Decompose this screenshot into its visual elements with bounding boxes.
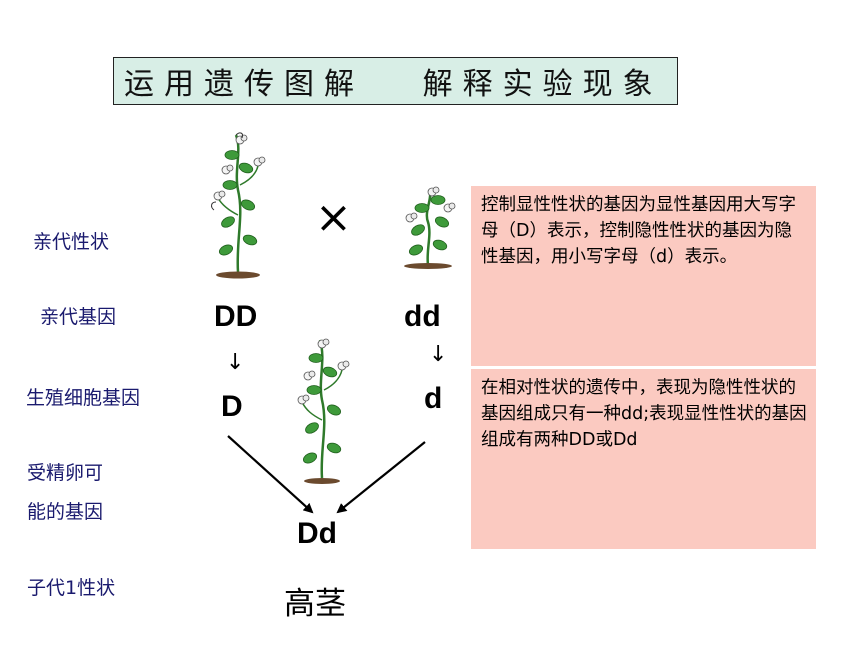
label-parent-gene: 亲代基因	[40, 306, 117, 328]
title-box: 运用遗传图解 解释实验现象	[113, 57, 678, 105]
label-zygote-line1: 受精卵可	[27, 462, 104, 484]
genotype-gamete-left: D	[221, 390, 243, 423]
arrow-left-to-offspring	[227, 435, 314, 514]
arrow-down-left-icon: ↓	[226, 350, 245, 375]
genotype-gamete-right: d	[424, 382, 443, 415]
arrow-down-right-icon: ↓	[429, 342, 448, 367]
label-zygote-line2: 能的基因	[27, 501, 104, 523]
short-pea-plant-icon	[404, 186, 456, 269]
cross-symbol: ×	[315, 192, 352, 243]
label-gamete-gene: 生殖细胞基因	[26, 387, 141, 409]
label-parent-trait: 亲代性状	[33, 231, 110, 253]
arrow-right-to-offspring	[336, 441, 426, 514]
note-genotype-composition: 在相对性状的遗传中，表现为隐性性状的基因组成只有一种dd;表现显性性状的基因组成…	[471, 369, 816, 549]
tall-pea-plant-icon	[297, 338, 350, 484]
page-title: 运用遗传图解 解释实验现象	[124, 67, 663, 102]
offspring-trait: 高茎	[284, 586, 346, 622]
note-dominant-recessive: 控制显性性状的基因为显性基因用大写字母（D）表示，控制隐性性状的基因为隐性基因，…	[471, 186, 816, 366]
genotype-offspring: Dd	[297, 517, 337, 550]
genotype-parent-left: DD	[214, 300, 258, 333]
label-f1-trait: 子代1性状	[27, 577, 116, 599]
genotype-parent-right: dd	[404, 300, 441, 333]
tall-pea-plant-icon	[211, 132, 266, 279]
